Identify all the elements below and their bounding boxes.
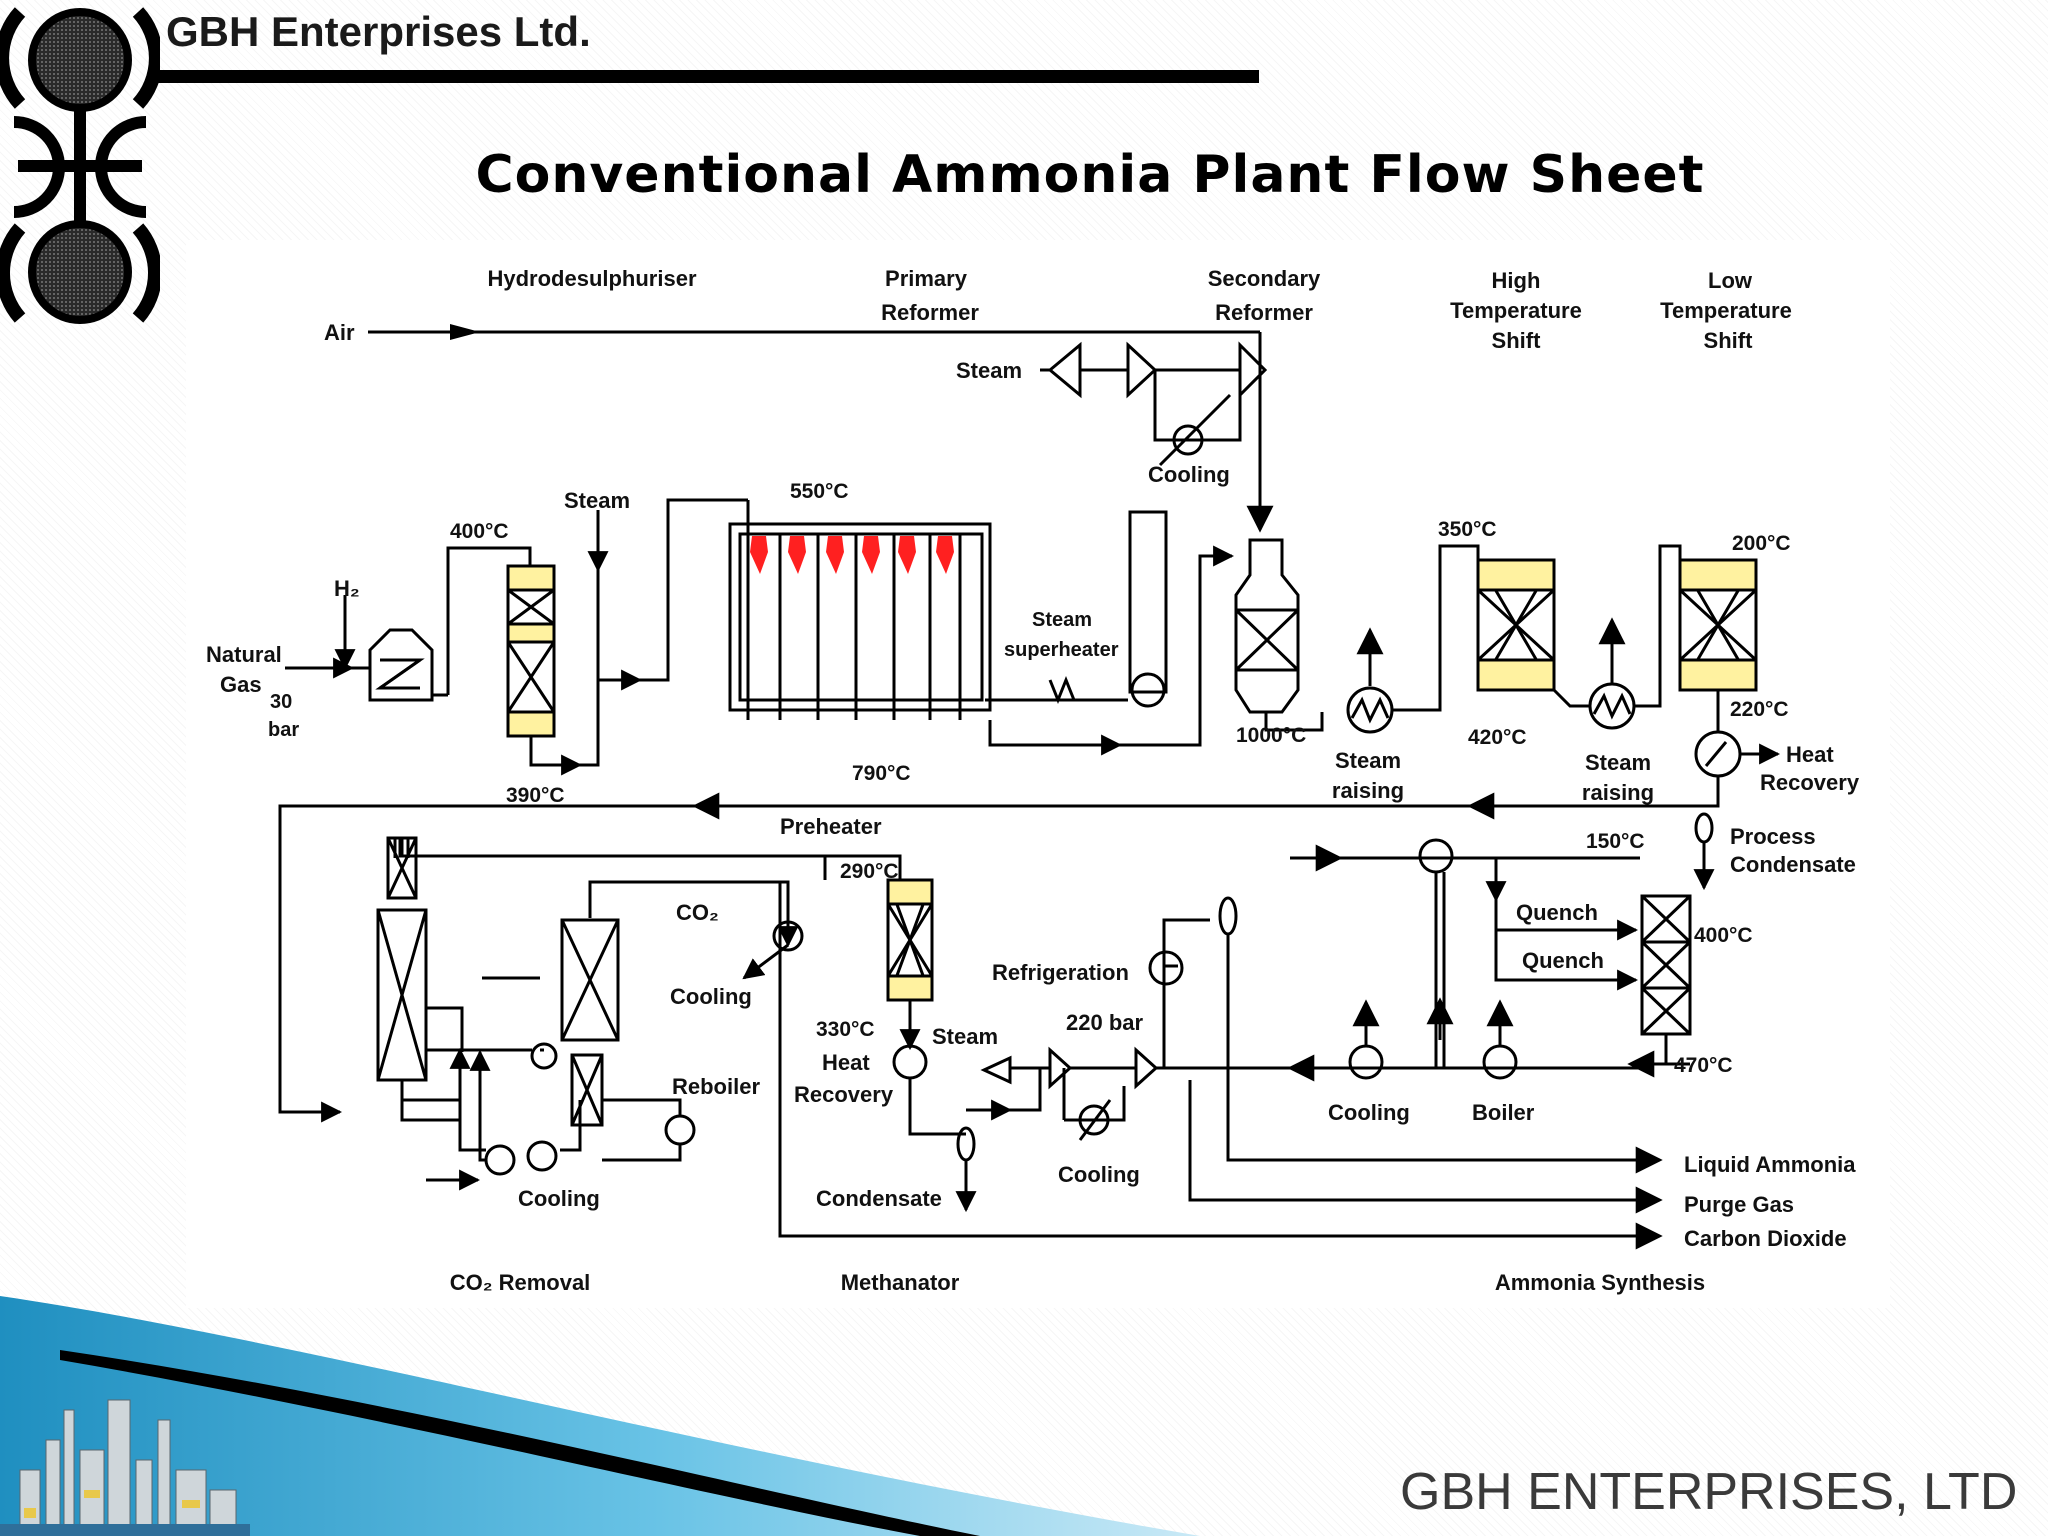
- temp-220: 220°C: [1730, 698, 1789, 721]
- header-rule: [154, 70, 1259, 83]
- temp-470: 470°C: [1674, 1054, 1733, 1077]
- label-primary-reformer-1: Primary: [885, 266, 968, 291]
- label-steam-hds: Steam: [564, 488, 630, 513]
- footer-company-name: GBH ENTERPRISES, LTD: [1400, 1463, 2018, 1521]
- label-co2-removal: CO₂ Removal: [450, 1270, 591, 1295]
- label-methanator: Methanator: [841, 1270, 960, 1295]
- label-secondary-reformer-2: Reformer: [1215, 300, 1313, 325]
- label-hts-1: High: [1492, 268, 1541, 293]
- label-cooling-comp: Cooling: [1058, 1162, 1140, 1187]
- product-purge-gas: Purge Gas: [1684, 1192, 1794, 1217]
- label-condensate: Condensate: [816, 1186, 942, 1211]
- label-lts-3: Shift: [1704, 328, 1754, 353]
- temp-330: 330°C: [816, 1018, 875, 1041]
- temp-200: 200°C: [1732, 532, 1791, 555]
- label-steam-raising-1b: raising: [1332, 778, 1404, 803]
- label-steam-raising-2b: raising: [1582, 780, 1654, 805]
- label-pressure-30: 30: [270, 691, 292, 713]
- label-steam-superheater-2: superheater: [1004, 639, 1119, 661]
- temp-550: 550°C: [790, 480, 849, 503]
- label-heat-recovery-1b: Recovery: [1760, 770, 1860, 795]
- label-co2: CO₂: [676, 900, 719, 925]
- label-steam-meth: Steam: [932, 1024, 998, 1049]
- label-cooling-top: Cooling: [1148, 462, 1230, 487]
- refinery-skyline-graphic: [0, 1399, 250, 1536]
- label-hts-2: Temperature: [1450, 298, 1582, 323]
- label-process-condensate-2: Condensate: [1730, 852, 1856, 877]
- footer-swoosh: [0, 1296, 1200, 1536]
- gbh-logo-icon: [0, 7, 160, 324]
- product-carbon-dioxide: Carbon Dioxide: [1684, 1226, 1847, 1251]
- label-hts-3: Shift: [1492, 328, 1542, 353]
- label-quench-1: Quench: [1516, 900, 1598, 925]
- label-pressure-220: 220 bar: [1066, 1010, 1143, 1035]
- flow-sheet-diagram: Hydrodesulphuriser Primary Reformer Seco…: [186, 240, 1890, 1308]
- label-process-condensate-1: Process: [1730, 824, 1816, 849]
- temp-400-hds: 400°C: [450, 520, 509, 543]
- label-ammonia-synthesis: Ammonia Synthesis: [1495, 1270, 1705, 1295]
- label-secondary-reformer-1: Secondary: [1208, 266, 1321, 291]
- label-bar: bar: [268, 719, 299, 741]
- label-steam-superheater-1: Steam: [1032, 609, 1092, 631]
- label-primary-reformer-2: Reformer: [881, 300, 979, 325]
- temp-350: 350°C: [1438, 518, 1497, 541]
- temp-420: 420°C: [1468, 726, 1527, 749]
- label-air: Air: [324, 320, 355, 345]
- label-natural-gas-1: Natural: [206, 642, 282, 667]
- label-boiler: Boiler: [1472, 1100, 1535, 1125]
- temp-790: 790°C: [852, 762, 911, 785]
- label-heat-recovery-2a: Heat: [822, 1050, 870, 1075]
- label-heat-recovery-2b: Recovery: [794, 1082, 894, 1107]
- label-quench-2: Quench: [1522, 948, 1604, 973]
- temp-400-conv: 400°C: [1694, 924, 1753, 947]
- slide-title: Conventional Ammonia Plant Flow Sheet: [475, 145, 1705, 205]
- label-preheater: Preheater: [780, 814, 882, 839]
- temp-1000: 1000°C: [1236, 724, 1306, 747]
- temp-290: 290°C: [840, 860, 899, 883]
- label-hydrodesulphuriser: Hydrodesulphuriser: [487, 266, 696, 291]
- label-steam-raising-2a: Steam: [1585, 750, 1651, 775]
- label-reboiler: Reboiler: [672, 1074, 760, 1099]
- label-cooling-co2: Cooling: [670, 984, 752, 1009]
- company-name: GBH Enterprises Ltd.: [166, 8, 591, 55]
- label-natural-gas-2: Gas: [220, 672, 262, 697]
- label-lts-1: Low: [1708, 268, 1753, 293]
- temp-150: 150°C: [1586, 830, 1645, 853]
- label-steam-top: Steam: [956, 358, 1022, 383]
- label-h2: H₂: [334, 576, 360, 601]
- product-liquid-ammonia: Liquid Ammonia: [1684, 1152, 1856, 1177]
- label-lts-2: Temperature: [1660, 298, 1792, 323]
- label-cooling-bottom: Cooling: [518, 1186, 600, 1211]
- temp-390: 390°C: [506, 784, 565, 807]
- label-steam-raising-1a: Steam: [1335, 748, 1401, 773]
- label-heat-recovery-1a: Heat: [1786, 742, 1834, 767]
- label-refrigeration: Refrigeration: [992, 960, 1129, 985]
- label-cooling-synth: Cooling: [1328, 1100, 1410, 1125]
